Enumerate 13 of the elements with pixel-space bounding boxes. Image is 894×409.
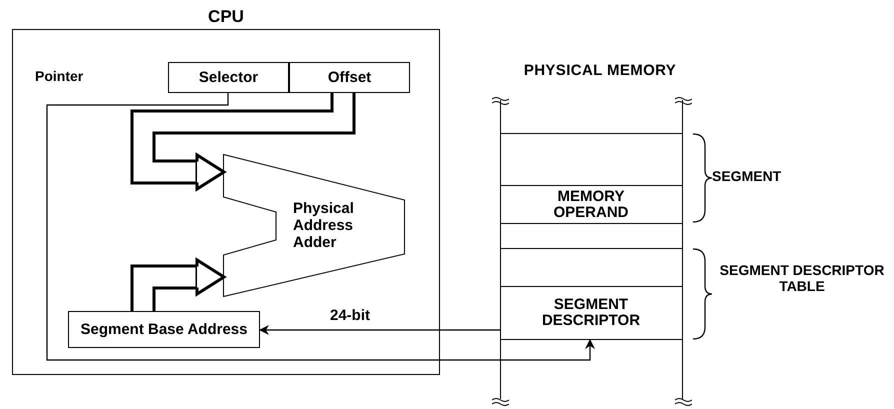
bracket-label: SEGMENT DESCRIPTOR TABLE [718, 262, 886, 294]
register-box: Offset [289, 62, 410, 93]
register-box: Selector [168, 62, 289, 93]
bracket-label: SEGMENT [712, 168, 782, 184]
memory-slot: MEMORY OPERAND [500, 185, 682, 223]
column-title: PHYSICAL MEMORY [524, 61, 676, 81]
block-title: CPU [208, 6, 244, 28]
register-box: Segment Base Address [68, 311, 260, 348]
block-label: Physical Address Adder [293, 200, 355, 251]
memory-slot: SEGMENT DESCRIPTOR [500, 286, 682, 340]
arrow [259, 325, 500, 335]
arrow [46, 93, 595, 361]
register-label: Pointer [35, 68, 84, 84]
